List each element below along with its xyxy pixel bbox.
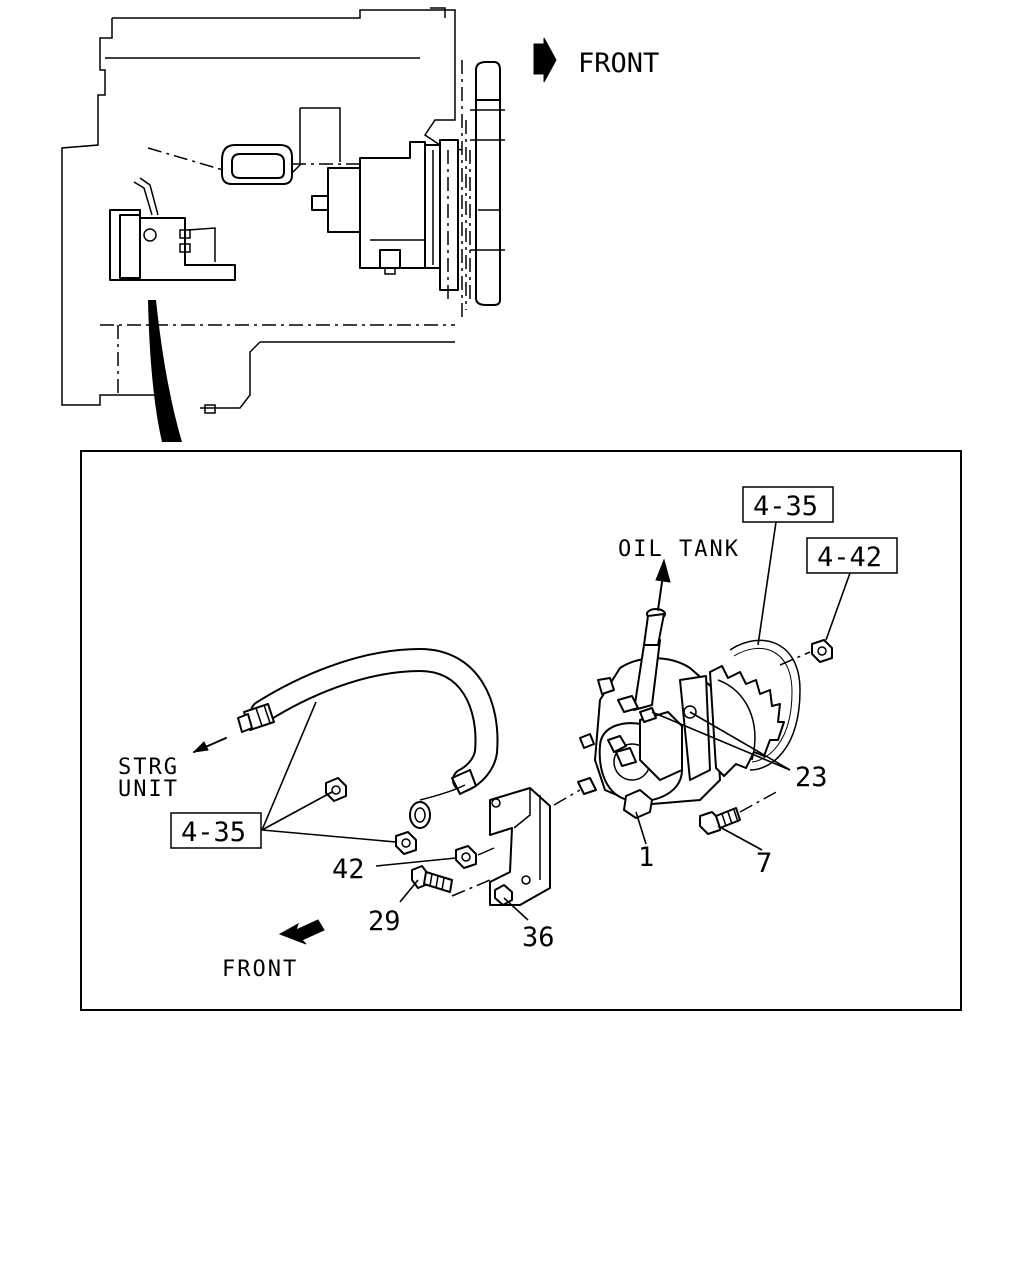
drive-gear bbox=[709, 665, 785, 777]
callout-23: 23 bbox=[795, 762, 828, 793]
strg-label-line2: UNIT bbox=[118, 777, 179, 802]
ref-box-4-35-top: 4-35 bbox=[742, 486, 834, 523]
front-label-top: FRONT bbox=[578, 48, 659, 79]
nut-lower bbox=[395, 831, 417, 855]
engine-overview bbox=[61, 7, 505, 414]
svg-text:4-42: 4-42 bbox=[817, 542, 882, 573]
bolt-29 bbox=[411, 865, 453, 893]
detail-frame bbox=[80, 450, 962, 1011]
bolt-7 bbox=[699, 807, 741, 835]
callout-29: 29 bbox=[368, 906, 401, 937]
gear-nut bbox=[811, 639, 833, 663]
front-arrow-icon bbox=[533, 37, 557, 83]
bolt-36 bbox=[494, 884, 513, 906]
zoom-indicator bbox=[148, 300, 182, 442]
callout-42: 42 bbox=[332, 854, 365, 885]
oil-tank-label: OIL TANK bbox=[618, 537, 740, 562]
front-label-bottom: FRONT bbox=[222, 957, 298, 982]
front-arrow-bottom-icon bbox=[278, 919, 325, 945]
svg-text:4-35: 4-35 bbox=[753, 491, 818, 522]
callout-1: 1 bbox=[638, 842, 654, 873]
hose-assembly bbox=[237, 647, 499, 829]
ref-box-4-35-left: 4-35 bbox=[170, 812, 262, 849]
svg-text:4-35: 4-35 bbox=[181, 817, 246, 848]
oil-tank-arrow-icon bbox=[655, 558, 671, 583]
ref-box-4-42: 4-42 bbox=[806, 537, 898, 574]
power-steering-pump bbox=[577, 608, 721, 819]
callout-36: 36 bbox=[522, 922, 555, 953]
nut-42 bbox=[455, 845, 477, 869]
callout-7: 7 bbox=[756, 848, 772, 879]
mounting-bracket bbox=[489, 787, 551, 906]
nut-upper bbox=[325, 777, 347, 802]
strg-arrow-icon bbox=[192, 741, 209, 753]
strg-label-line1: STRG bbox=[118, 755, 179, 780]
